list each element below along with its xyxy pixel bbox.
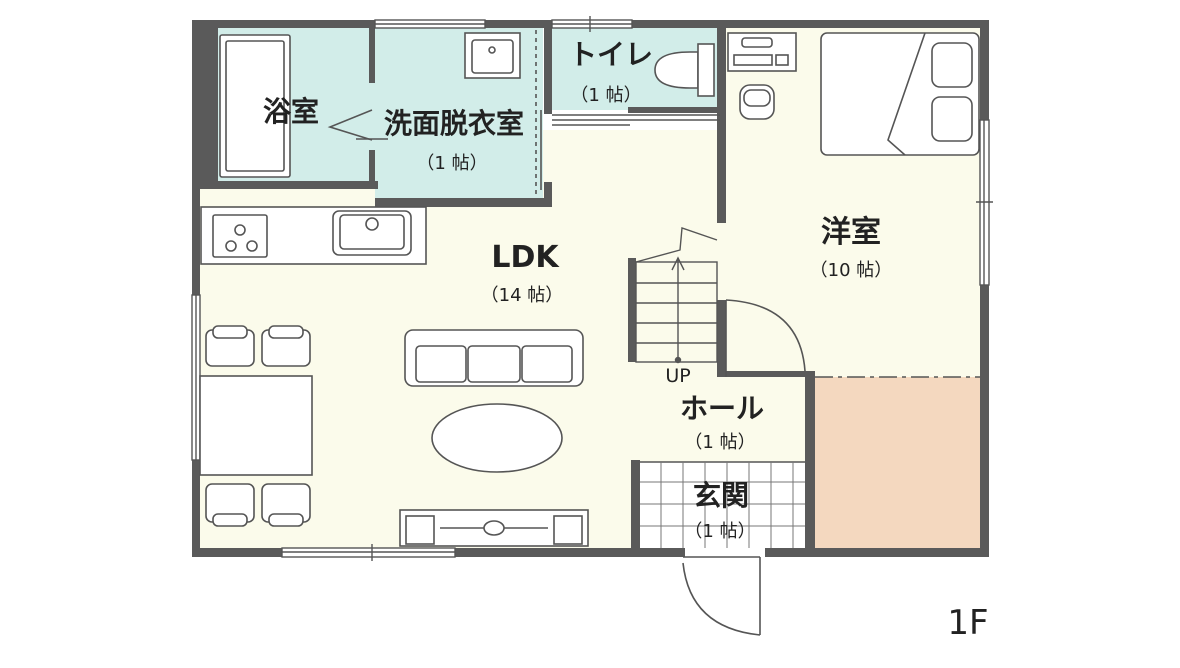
- toilet-tank: [697, 43, 715, 97]
- entrance-size: （1 帖）: [684, 521, 755, 542]
- dining-chair: [205, 483, 255, 527]
- ldk-size: （14 帖）: [481, 285, 564, 306]
- wall-right-lower: [980, 285, 989, 557]
- entrance-tiles: [640, 461, 805, 548]
- wall-hall-west-room: [717, 113, 726, 223]
- windows: [191, 16, 993, 561]
- wall-bath-wash: [369, 28, 375, 83]
- dining-chair: [261, 325, 311, 367]
- fixtures: [219, 30, 720, 196]
- toilet-size: （1 帖）: [570, 85, 641, 106]
- cooktop: [212, 214, 268, 258]
- bath-name: 浴室: [263, 95, 319, 128]
- entrance-door: [682, 562, 761, 636]
- living-set: [399, 329, 589, 547]
- wall-bath-wash-lower: [369, 150, 375, 188]
- hall-size: （1 帖）: [684, 432, 755, 453]
- entrance-floor: [640, 462, 805, 548]
- dining-chair: [261, 483, 311, 527]
- pillow: [931, 96, 973, 142]
- wall-hall-west-room-lower: [717, 300, 726, 377]
- wall-bottom-left: [192, 548, 282, 557]
- western-room-size: （10 帖）: [810, 260, 893, 281]
- wall-toilet-right: [717, 28, 726, 114]
- washroom-name: 洗面脱衣室: [384, 107, 524, 140]
- desk-chair: [739, 84, 775, 120]
- stairs-up-label: UP: [665, 365, 690, 387]
- kitchen: [200, 206, 427, 265]
- wall-right-upper: [980, 20, 989, 120]
- washroom-size: （1 帖）: [416, 153, 487, 174]
- hall-name: ホール: [680, 392, 764, 425]
- wall-wash-right-lower: [544, 182, 552, 207]
- western-room-name: 洋室: [821, 215, 881, 250]
- stairs: [635, 227, 718, 364]
- entrance-name: 玄関: [693, 479, 749, 512]
- wall-bath-left: [200, 28, 218, 188]
- wall-toilet-bottom-right: [628, 107, 726, 113]
- wall-left-upper: [192, 20, 200, 295]
- toilet-name: トイレ: [569, 38, 653, 71]
- wall-entrance-left: [631, 460, 640, 548]
- wall-wash-bottom: [375, 198, 552, 207]
- wall-left-lower: [192, 460, 200, 557]
- dining-chair: [205, 325, 255, 367]
- dining-set: [199, 325, 313, 527]
- dining-table: [199, 375, 313, 476]
- room-labels: 浴室 洗面脱衣室 （1 帖） トイレ （1 帖） LDK （14 帖） 洋室 （…: [263, 38, 989, 643]
- wall-closet-top: [720, 371, 808, 377]
- bedroom-furniture: [727, 32, 980, 156]
- west-room-door: [725, 299, 806, 372]
- doors: [682, 299, 980, 636]
- ldk-name: LDK: [491, 240, 560, 275]
- wall-bottom-mid: [455, 548, 685, 557]
- wall-bath-bottom: [200, 181, 378, 189]
- wall-bottom-right: [765, 548, 989, 557]
- floor-label: 1F: [947, 603, 988, 643]
- bath-door: [327, 109, 373, 141]
- wall-wash-right: [544, 28, 552, 114]
- coffee-table: [431, 403, 563, 473]
- wall-stair-left: [628, 258, 636, 362]
- closet-floor: [815, 377, 980, 548]
- wall-closet-left: [805, 371, 815, 548]
- pillow: [931, 42, 973, 88]
- toilet-bowl: [654, 51, 699, 89]
